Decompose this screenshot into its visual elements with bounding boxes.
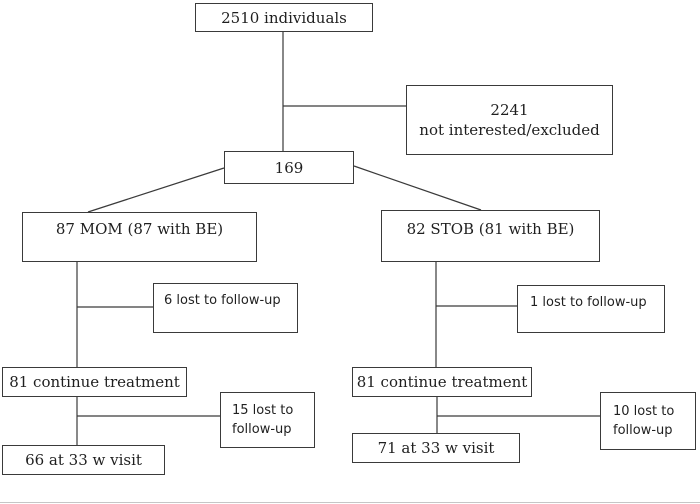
box-mom-33w-visit: 66 at 33 w visit [2, 445, 165, 475]
box-stob-visit-label: 71 at 33 w visit [377, 439, 495, 457]
box-not-interested-excluded: 2241 not interested/excluded [406, 85, 613, 155]
box-stob-lost-followup-1: 1 lost to follow-up [517, 285, 665, 333]
box-stob-lost1-label: 1 lost to follow-up [530, 295, 647, 310]
box-mom-lost1-label: 6 lost to follow-up [164, 293, 281, 308]
figure-bottom-border [0, 502, 700, 503]
box-mom-lost2-line1: 15 lost to [232, 403, 294, 418]
box-mom-arm: 87 MOM (87 with BE) [22, 212, 257, 262]
box-mom-continue-label: 81 continue treatment [9, 373, 180, 391]
box-stob-arm: 82 STOB (81 with BE) [381, 210, 600, 262]
box-mom-label: 87 MOM (87 with BE) [55, 220, 224, 238]
box-mom-lost-followup-2: 15 lost to follow-up [220, 392, 315, 448]
box-excluded-count: 2241 [490, 101, 529, 119]
box-stob-33w-visit: 71 at 33 w visit [352, 433, 520, 463]
box-stob-lost2-line2: follow-up [613, 423, 673, 438]
box-mom-lost-followup-1: 6 lost to follow-up [153, 283, 298, 333]
box-mom-continue-treatment: 81 continue treatment [2, 367, 187, 397]
box-eligible-count: 169 [224, 151, 354, 184]
box-mom-visit-label: 66 at 33 w visit [25, 451, 142, 469]
box-stob-lost2-line1: 10 lost to [613, 404, 675, 419]
box-stob-continue-treatment: 81 continue treatment [352, 367, 532, 397]
box-stob-label: 82 STOB (81 with BE) [406, 220, 575, 238]
box-mom-lost2-line2: follow-up [232, 422, 292, 437]
box-eligible-label: 169 [274, 158, 304, 177]
box-stob-lost-followup-2: 10 lost to follow-up [600, 392, 696, 450]
box-stob-continue-label: 81 continue treatment [356, 373, 528, 391]
box-individuals-label: 2510 individuals [221, 8, 347, 27]
box-individuals: 2510 individuals [195, 3, 373, 32]
box-excluded-label: not interested/excluded [419, 121, 600, 139]
